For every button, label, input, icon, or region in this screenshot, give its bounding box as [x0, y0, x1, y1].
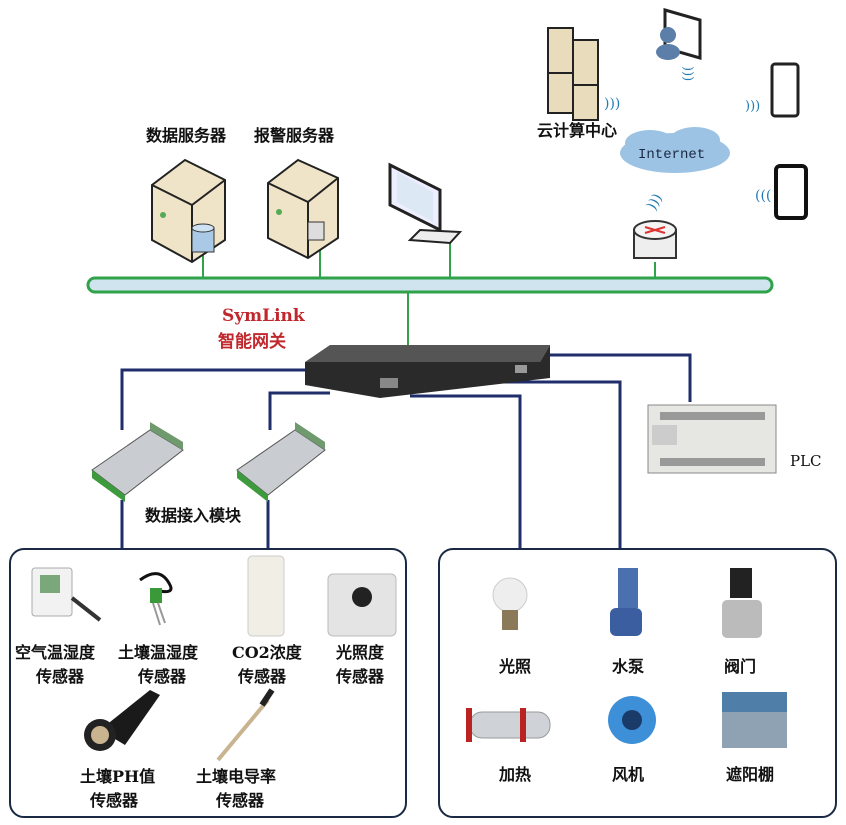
user-computer-icon	[656, 8, 702, 60]
smartphone-icon	[774, 164, 808, 220]
actuator-label: 风机	[612, 765, 644, 784]
field-links	[120, 353, 692, 550]
soil-conductivity-sensor-icon	[216, 688, 275, 762]
sensor-label: 传感器	[35, 667, 85, 686]
sensor-label: 土壤PH值	[80, 767, 155, 786]
actuator-group-box	[438, 548, 837, 818]
internet-label: Internet	[638, 147, 705, 163]
gateway-device-icon[interactable]	[305, 345, 550, 398]
monitor-icon	[388, 162, 463, 245]
sensor-group-box	[9, 548, 407, 818]
co2-sensor-icon	[247, 555, 285, 637]
data-server-label: 数据服务器	[146, 126, 227, 145]
sensor-label: 空气温湿度	[15, 643, 96, 662]
water-pump-icon	[610, 568, 642, 636]
sensor-labels: 空气温湿度 传感器 土壤温湿度 传感器 CO2浓度 传感器 光照度 传感器 土壤…	[15, 643, 385, 810]
data-module-icon	[236, 422, 326, 502]
shade-greenhouse-icon	[722, 692, 787, 748]
alarm-server-icon	[267, 158, 339, 260]
fan-icon	[608, 696, 656, 744]
sensor-label: 光照度	[335, 643, 385, 662]
ethernet-links	[202, 240, 656, 348]
alarm-server-label: 报警服务器	[254, 126, 335, 145]
plc-label: PLC	[790, 452, 822, 470]
router-icon	[633, 220, 677, 259]
sensor-label: 传感器	[89, 791, 139, 810]
air-temp-humidity-sensor-icon	[31, 567, 102, 622]
wifi-icon: )))	[745, 99, 760, 114]
soil-ph-sensor-icon	[84, 690, 160, 751]
cloud-center-label: 云计算中心	[537, 121, 617, 140]
actuator-labels: 光照 水泵 阀门 加热 风机 遮阳棚	[498, 657, 774, 784]
valve-icon	[722, 568, 762, 638]
ethernet-bus	[86, 276, 774, 294]
sensor-label: 传感器	[215, 791, 265, 810]
wifi-icon: )))	[604, 96, 620, 112]
tablet-icon	[770, 62, 800, 118]
data-server-icon	[151, 158, 226, 264]
actuator-label: 加热	[498, 765, 531, 784]
sensor-label: 传感器	[237, 667, 287, 686]
soil-temp-humidity-sensor-icon	[139, 572, 173, 626]
sensor-label: 传感器	[137, 667, 187, 686]
plc-icon	[647, 404, 777, 474]
sensor-label: 传感器	[335, 667, 385, 686]
sensor-label: 土壤温湿度	[118, 643, 199, 662]
sensor-label: 土壤电导率	[196, 767, 276, 786]
sensor-label: CO2浓度	[232, 643, 303, 662]
actuator-label: 水泵	[612, 657, 644, 676]
cloud-server-icon	[547, 27, 599, 121]
heater-icon	[466, 708, 551, 742]
gateway-subtitle: 智能网关	[218, 331, 286, 352]
actuator-label: 光照	[498, 657, 531, 676]
module-label: 数据接入模块	[145, 506, 242, 525]
actuator-label: 遮阳棚	[726, 765, 774, 784]
light-sensor-icon	[327, 573, 397, 637]
internet-cloud-icon	[620, 127, 730, 173]
wifi-icon: )))	[680, 66, 695, 81]
wifi-icon: )))	[644, 191, 666, 213]
gateway-name: SymLink	[222, 306, 306, 326]
data-module-icon	[91, 422, 184, 502]
actuator-label: 阀门	[724, 657, 756, 676]
wifi-icon: (((	[755, 188, 771, 204]
light-bulb-icon	[492, 577, 528, 630]
